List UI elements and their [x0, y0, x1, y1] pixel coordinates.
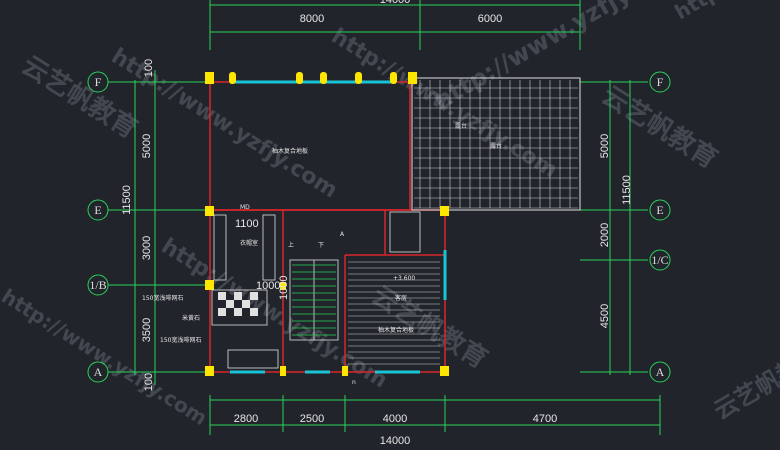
dim-left-3: 3000	[141, 236, 153, 260]
dim-left-outer: 11500	[121, 185, 133, 215]
note-stone-1: 150宽浅啡网石	[142, 294, 183, 302]
watermark-url: http://www.yzfjy.com	[671, 0, 780, 24]
dim-right-3: 4500	[599, 304, 611, 328]
dim-right-1: 5000	[599, 134, 611, 158]
label-guest-room: 客房	[395, 294, 407, 302]
dim-left-4: 3500	[141, 318, 153, 342]
axis-left-2: E	[94, 203, 101, 217]
stair-lines	[292, 264, 336, 336]
label-n: n	[352, 379, 356, 386]
dim-left-1: 100	[143, 59, 155, 77]
note-stone-2: 米黄石	[182, 314, 200, 322]
axis-right-3: 1/C	[651, 253, 668, 267]
watermark-url: http://www.yzfjy.com	[0, 284, 211, 430]
watermark-url: http://www.yzfjy.com	[157, 234, 392, 394]
axis-left-3: 1/B	[89, 278, 106, 292]
watermark-brand: 云艺帆教育	[709, 341, 780, 425]
columns	[205, 72, 449, 376]
label-wardrobe: 衣帽室	[240, 239, 258, 247]
label-right-floor: 柚木复合地板	[378, 326, 414, 334]
interior-fixtures	[211, 211, 421, 369]
balcony-grid: 露台 露台	[411, 77, 581, 211]
label-door-1000: 1000	[256, 280, 280, 292]
balcony-label-a: 露台	[455, 122, 467, 130]
dim-bottom-1: 2800	[234, 413, 258, 425]
dim-right-2: 2000	[599, 223, 611, 247]
dim-bottom-2: 2500	[300, 413, 324, 425]
label-stair-1000: 1000	[278, 276, 290, 300]
dim-right-outer: 11500	[621, 175, 633, 205]
tile-pattern	[218, 292, 258, 316]
balcony-label-b: 露台	[490, 142, 502, 150]
dim-bottom-3: 4000	[383, 413, 407, 425]
label-down: 下	[318, 242, 324, 249]
label-md: MD	[240, 204, 250, 211]
label-up: 上	[288, 241, 294, 249]
dim-left-5: 100	[143, 373, 155, 391]
floor-hatch	[348, 261, 440, 365]
dimension-lines	[108, 0, 661, 435]
dim-left-2: 5000	[141, 134, 153, 158]
label-top-floor: 柚木复合地板	[272, 147, 308, 155]
axis-markers: F E 1/B A F E 1/C A	[87, 71, 671, 383]
label-a: A	[340, 231, 345, 238]
windows	[230, 80, 447, 374]
label-door-1100: 1100	[235, 218, 259, 230]
axis-right-4: A	[656, 365, 665, 379]
dim-top-total: 14000	[380, 0, 411, 6]
dim-top-2: 6000	[478, 13, 502, 25]
axis-right-1: F	[657, 75, 664, 89]
note-stone-3: 150宽浅啡网石	[160, 336, 201, 344]
label-elevation: +3.600	[393, 275, 415, 282]
dim-bottom-total: 14000	[380, 435, 411, 447]
axis-right-2: E	[656, 203, 663, 217]
dim-bottom-4: 4700	[533, 413, 557, 425]
axis-left-4: A	[94, 365, 103, 379]
axis-left-1: F	[95, 75, 102, 89]
dim-top-1: 8000	[300, 13, 324, 25]
watermark-brand: 云艺帆教育	[596, 80, 723, 175]
